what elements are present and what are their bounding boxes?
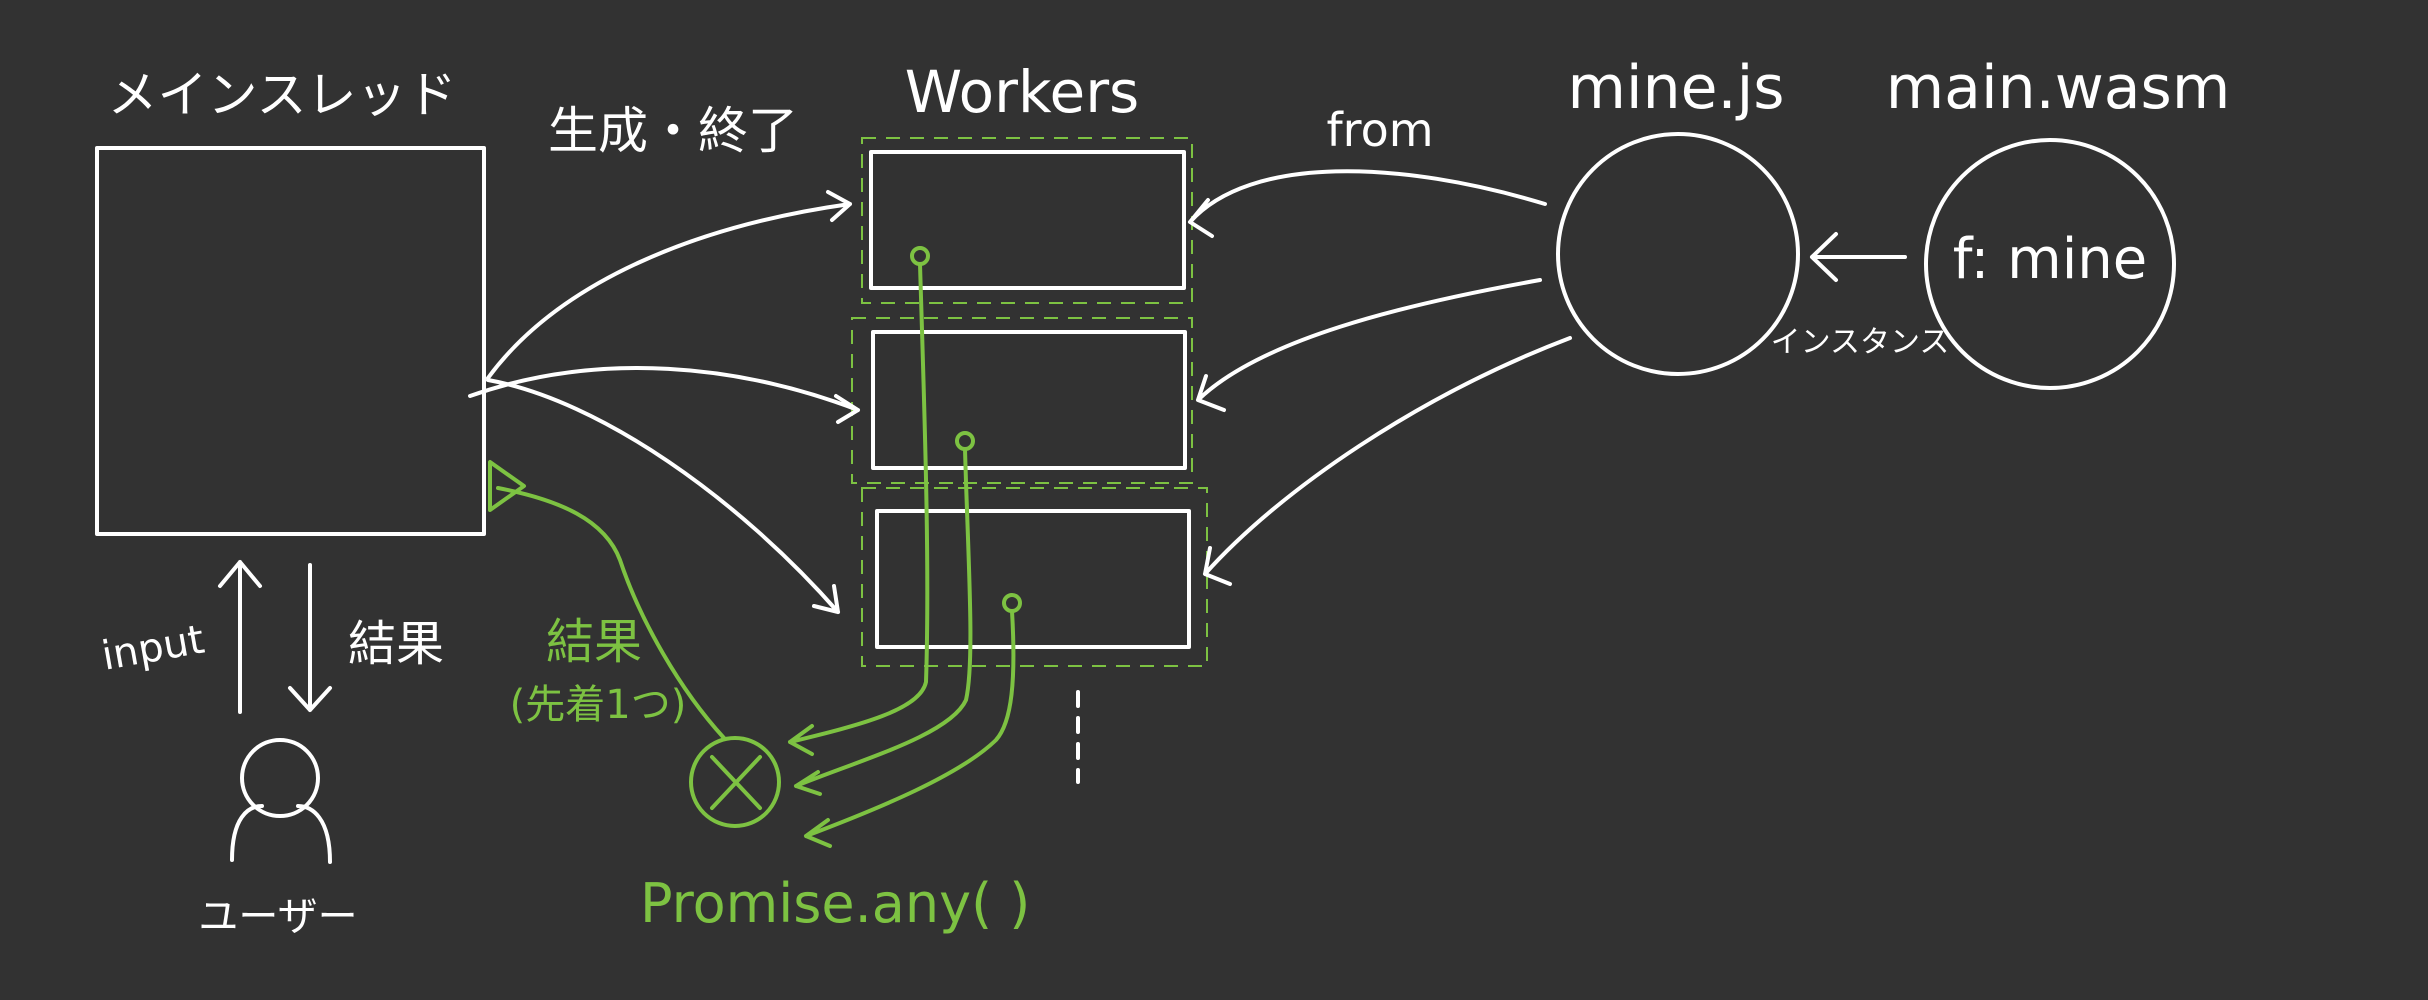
worker-3-output-dot	[1002, 593, 1022, 613]
first-result-arrow	[488, 460, 726, 740]
worker-group-outline-2	[851, 317, 1193, 484]
result-arrow	[288, 563, 332, 712]
create-arrow-3	[486, 378, 840, 614]
result-label: 結果	[348, 616, 444, 672]
worker-1-output-dot	[910, 246, 930, 266]
instance-label: インスタンス	[1771, 325, 1950, 360]
promise-any-circle	[689, 736, 781, 828]
create-arrow-1	[486, 190, 852, 380]
worker-group-outline-3	[861, 487, 1208, 667]
promise-any-node	[689, 736, 781, 828]
f-mine-label: f: mine	[1953, 227, 2147, 292]
result-lines	[788, 246, 1022, 848]
user-body	[230, 804, 332, 864]
promise-any-label: Promise.any( )	[640, 872, 1030, 935]
mine-js-label: mine.js	[1567, 53, 1784, 123]
from-label: from	[1326, 103, 1433, 157]
from-arrow-2	[1196, 278, 1542, 412]
user-icon	[230, 738, 332, 864]
worker-box-3	[875, 509, 1191, 649]
user-head	[240, 738, 320, 818]
main-thread-box	[95, 146, 486, 536]
worker-3-result-line	[804, 609, 1016, 848]
worker-groups	[851, 137, 1208, 667]
create-arrow-2	[468, 366, 860, 424]
main-wasm-circle	[1924, 138, 2176, 390]
input-label: input	[98, 617, 207, 680]
mine-js-circle	[1556, 132, 1800, 376]
first-one-label: (先着1つ)	[510, 682, 687, 728]
worker-2-result-line	[794, 447, 973, 796]
instance-arrow	[1810, 232, 1907, 282]
from-arrow-1	[1188, 169, 1547, 238]
create-terminate-label: 生成・終了	[548, 102, 798, 160]
from-arrows	[1188, 169, 1572, 586]
result-green-label: 結果	[546, 614, 642, 670]
user-label: ユーザー	[198, 894, 357, 940]
main-wasm-label: main.wasm	[1886, 53, 2231, 123]
worker-1-result-line	[788, 262, 930, 756]
promise-any-cross	[710, 755, 762, 810]
input-arrow	[218, 560, 262, 714]
create-arrows	[468, 190, 860, 614]
from-arrow-3	[1203, 336, 1572, 586]
worker-group-outline-1	[861, 137, 1193, 304]
main-thread-label: メインスレッド	[108, 66, 457, 124]
worker-box-2	[871, 330, 1187, 470]
worker-2-output-dot	[955, 431, 975, 451]
workers-label: Workers	[905, 58, 1140, 126]
worker-box-1	[869, 150, 1186, 290]
